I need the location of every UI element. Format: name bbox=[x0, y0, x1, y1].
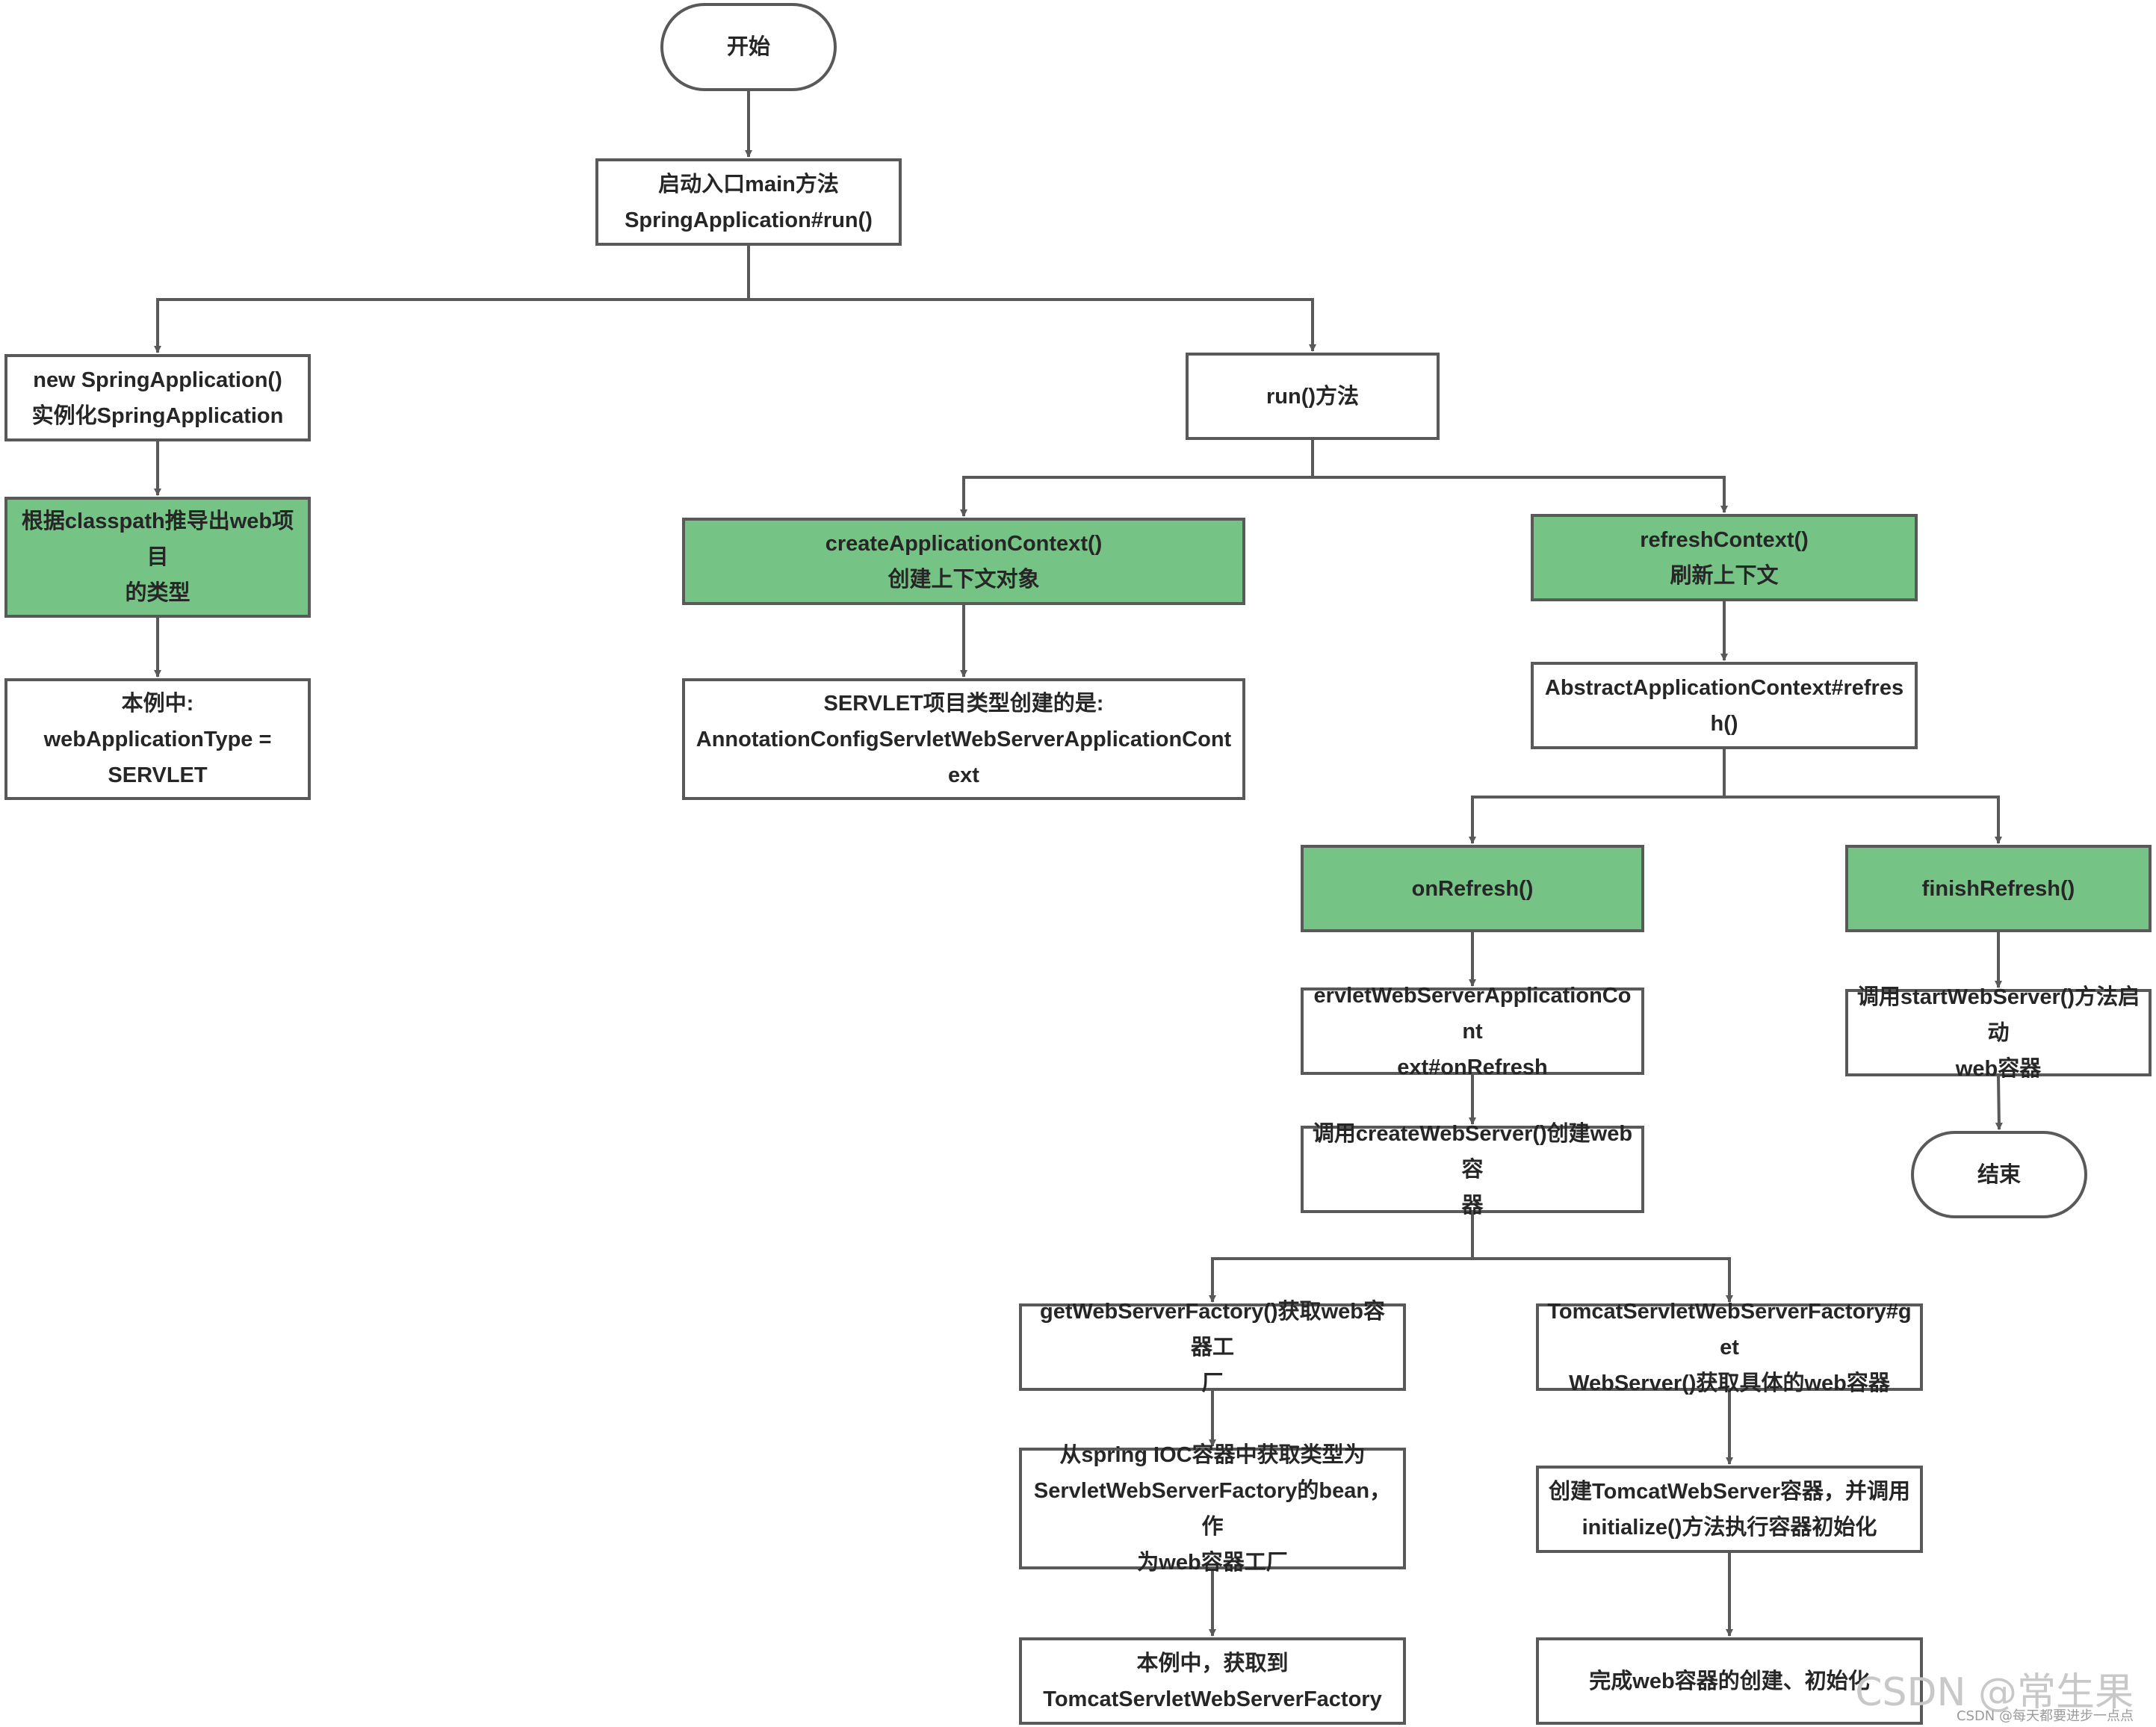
create-tomcat-web-server-node: 创建TomcatWebServer容器，并调用 initialize()方法执行… bbox=[1536, 1466, 1923, 1553]
get-web-server-factory-node: getWebServerFactory()获取web容器工 厂 bbox=[1019, 1300, 1406, 1395]
finish-refresh-node: finishRefresh() bbox=[1845, 845, 2152, 932]
on-refresh-node: onRefresh() bbox=[1301, 845, 1644, 932]
complete-init-node: 完成web容器的创建、初始化 bbox=[1536, 1637, 1923, 1725]
connector-run_method-to-create_ctx bbox=[960, 440, 1314, 517]
new-spring-application-node: new SpringApplication() 实例化SpringApplica… bbox=[4, 354, 311, 441]
run-method-node: run()方法 bbox=[1186, 353, 1440, 440]
ioc-lookup-node: 从spring IOC容器中获取类型为 ServletWebServerFact… bbox=[1019, 1443, 1406, 1575]
end-node: 结束 bbox=[1911, 1131, 2087, 1218]
connector-create_web-to-get_factory bbox=[1209, 1213, 1474, 1303]
connector-run_method-to-refresh_ctx bbox=[1311, 440, 1728, 513]
tomcat-get-web-server-node: TomcatServletWebServerFactory#get WebSer… bbox=[1536, 1300, 1923, 1395]
connector-main-to-run_method bbox=[747, 246, 1316, 352]
deduce-web-type-node: 根据classpath推导出web项目 的类型 bbox=[4, 497, 311, 618]
create-web-server-node: 调用createWebServer()创建web容 器 bbox=[1301, 1122, 1644, 1218]
start-node: 开始 bbox=[660, 3, 837, 91]
main-entry-node: 启动入口main方法 SpringApplication#run() bbox=[595, 158, 902, 246]
watermark-small: CSDN @每天都要进步一点点 bbox=[1956, 1708, 2134, 1724]
connector-start_web-to-end bbox=[1995, 1076, 2003, 1130]
connector-abstract_refresh-to-finish_refresh bbox=[1723, 749, 2002, 844]
connector-abstract_refresh-to-on_refresh bbox=[1469, 749, 1726, 844]
watermark: CSDN @常生果 bbox=[1855, 1670, 2134, 1715]
create-application-context-node: createApplicationContext() 创建上下文对象 bbox=[682, 518, 1245, 605]
connector-create_web-to-tomcat_get bbox=[1471, 1213, 1733, 1303]
connector-main-to-new_app bbox=[154, 246, 750, 353]
servlet-context-node: SERVLET项目类型创建的是: AnnotationConfigServlet… bbox=[682, 678, 1245, 800]
servlet-type-node: 本例中: webApplicationType = SERVLET bbox=[4, 678, 311, 800]
refresh-context-node: refreshContext() 刷新上下文 bbox=[1531, 514, 1918, 601]
start-web-server-node: 调用startWebServer()方法启动 web容器 bbox=[1845, 985, 2152, 1081]
got-tomcat-factory-node: 本例中，获取到 TomcatServletWebServerFactory bbox=[1019, 1637, 1406, 1725]
servlet-on-refresh-node: ervletWebServerApplicationCont ext#onRef… bbox=[1301, 984, 1644, 1079]
abstract-refresh-node: AbstractApplicationContext#refresh() bbox=[1531, 662, 1918, 749]
